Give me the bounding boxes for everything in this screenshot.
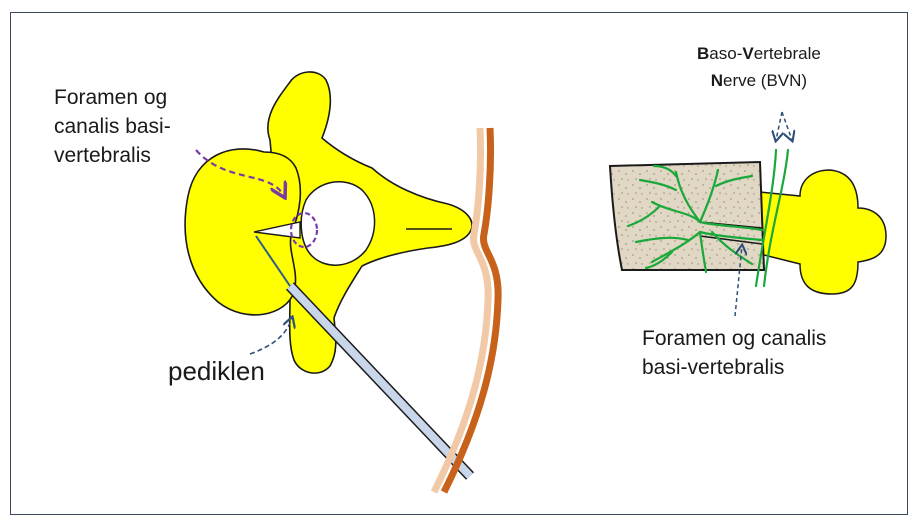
- skin-line: [434, 128, 498, 492]
- bvn-label: Baso-Vertebrale Nerve (BVN): [697, 40, 821, 94]
- bvn-pointer-arrows: [776, 112, 792, 140]
- foramen-label-right: Foramen og canalis basi-vertebralis: [642, 324, 826, 382]
- pediklen-pointer-arrow: [250, 318, 292, 354]
- pediklen-label: pediklen: [168, 356, 265, 387]
- spinal-canal: [301, 182, 374, 265]
- posterior-element: [760, 170, 886, 294]
- foramen-label-left: Foramen og canalis basi- vertebralis: [54, 83, 171, 170]
